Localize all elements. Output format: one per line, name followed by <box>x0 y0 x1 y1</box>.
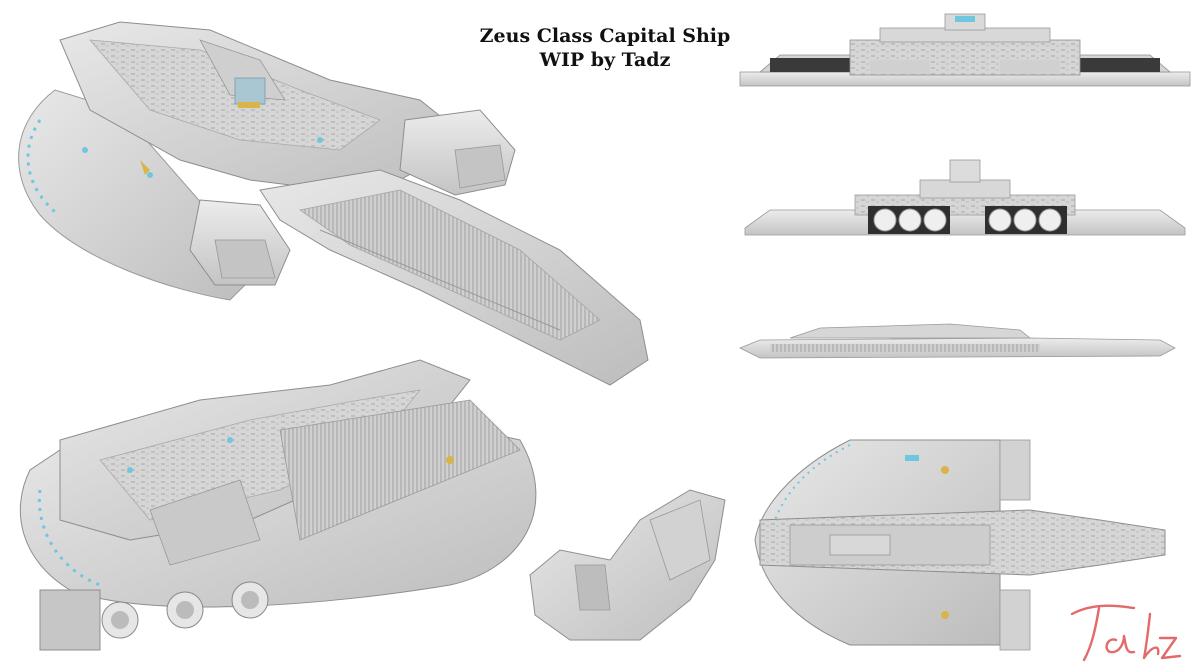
engine-cluster <box>101 581 269 639</box>
orthographic-side-view <box>739 323 1176 359</box>
thruster-array <box>873 208 1062 232</box>
title-line-author: WIP by Tadz <box>539 49 671 71</box>
perspective-view-top <box>18 21 649 386</box>
signature-tadz-glyph <box>1070 604 1182 662</box>
orthographic-front-view <box>739 13 1191 87</box>
artist-signature <box>1064 596 1184 670</box>
page-title: Zeus Class Capital Ship WIP by Tadz <box>430 24 780 72</box>
orthographic-rear-view <box>744 159 1186 236</box>
nacelle-detail-view <box>529 489 726 641</box>
perspective-view-underside <box>19 359 537 651</box>
title-line-ship-name: Zeus Class Capital Ship <box>479 25 731 47</box>
orthographic-top-view <box>754 439 1166 651</box>
